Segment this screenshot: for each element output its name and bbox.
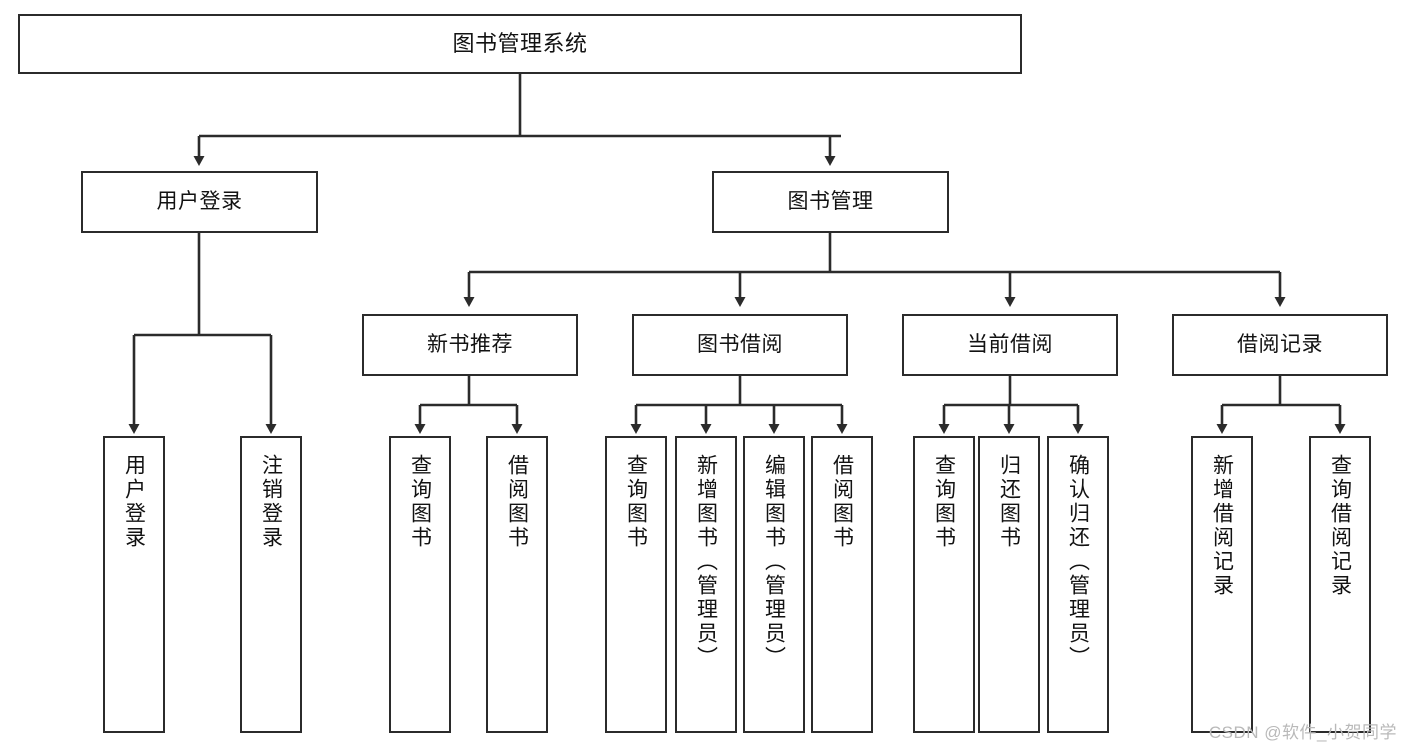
node-root-label: 图书管理系统 [452,31,588,57]
node-leaf-query-book-3-label: 查询图书 [932,454,956,550]
node-leaf-logout[interactable]: 注销登录 [240,436,302,733]
node-borrow-record-label: 借阅记录 [1237,332,1323,356]
node-leaf-query-book-1-label: 查询图书 [408,454,432,550]
node-new-book-rec[interactable]: 新书推荐 [362,314,578,376]
node-leaf-add-book[interactable]: 新增图书（管理员） [675,436,737,733]
node-book-borrow-label: 图书借阅 [697,332,783,356]
node-leaf-confirm-return-label: 确认归还（管理员） [1066,454,1090,670]
node-current-borrow[interactable]: 当前借阅 [902,314,1118,376]
node-current-borrow-label: 当前借阅 [967,332,1053,356]
node-user-login-label: 用户登录 [156,189,243,213]
node-leaf-borrow-book-2-label: 借阅图书 [830,454,854,550]
node-borrow-record[interactable]: 借阅记录 [1172,314,1388,376]
node-leaf-query-book-3[interactable]: 查询图书 [913,436,975,733]
node-book-borrow[interactable]: 图书借阅 [632,314,848,376]
node-root[interactable]: 图书管理系统 [18,14,1022,74]
node-leaf-query-book-2[interactable]: 查询图书 [605,436,667,733]
node-leaf-query-book-2-label: 查询图书 [624,454,648,550]
node-leaf-borrow-book-1-label: 借阅图书 [505,454,529,550]
node-leaf-user-login-label: 用户登录 [122,454,146,550]
node-book-manage-label: 图书管理 [787,189,874,213]
node-leaf-add-record[interactable]: 新增借阅记录 [1191,436,1253,733]
node-leaf-query-record-label: 查询借阅记录 [1328,454,1352,598]
node-new-book-rec-label: 新书推荐 [427,332,513,356]
node-leaf-user-login[interactable]: 用户登录 [103,436,165,733]
node-leaf-query-book-1[interactable]: 查询图书 [389,436,451,733]
node-book-manage[interactable]: 图书管理 [712,171,949,233]
node-leaf-add-record-label: 新增借阅记录 [1210,454,1234,598]
node-leaf-logout-label: 注销登录 [259,454,283,550]
node-leaf-add-book-label: 新增图书（管理员） [694,454,718,670]
node-leaf-return-book[interactable]: 归还图书 [978,436,1040,733]
node-leaf-borrow-book-1[interactable]: 借阅图书 [486,436,548,733]
node-leaf-query-record[interactable]: 查询借阅记录 [1309,436,1371,733]
node-leaf-return-book-label: 归还图书 [997,454,1021,550]
node-leaf-edit-book[interactable]: 编辑图书（管理员） [743,436,805,733]
node-leaf-confirm-return[interactable]: 确认归还（管理员） [1047,436,1109,733]
watermark-text: CSDN @软件_小贺同学 [1208,723,1397,742]
node-leaf-borrow-book-2[interactable]: 借阅图书 [811,436,873,733]
node-user-login[interactable]: 用户登录 [81,171,318,233]
node-leaf-edit-book-label: 编辑图书（管理员） [762,454,786,670]
